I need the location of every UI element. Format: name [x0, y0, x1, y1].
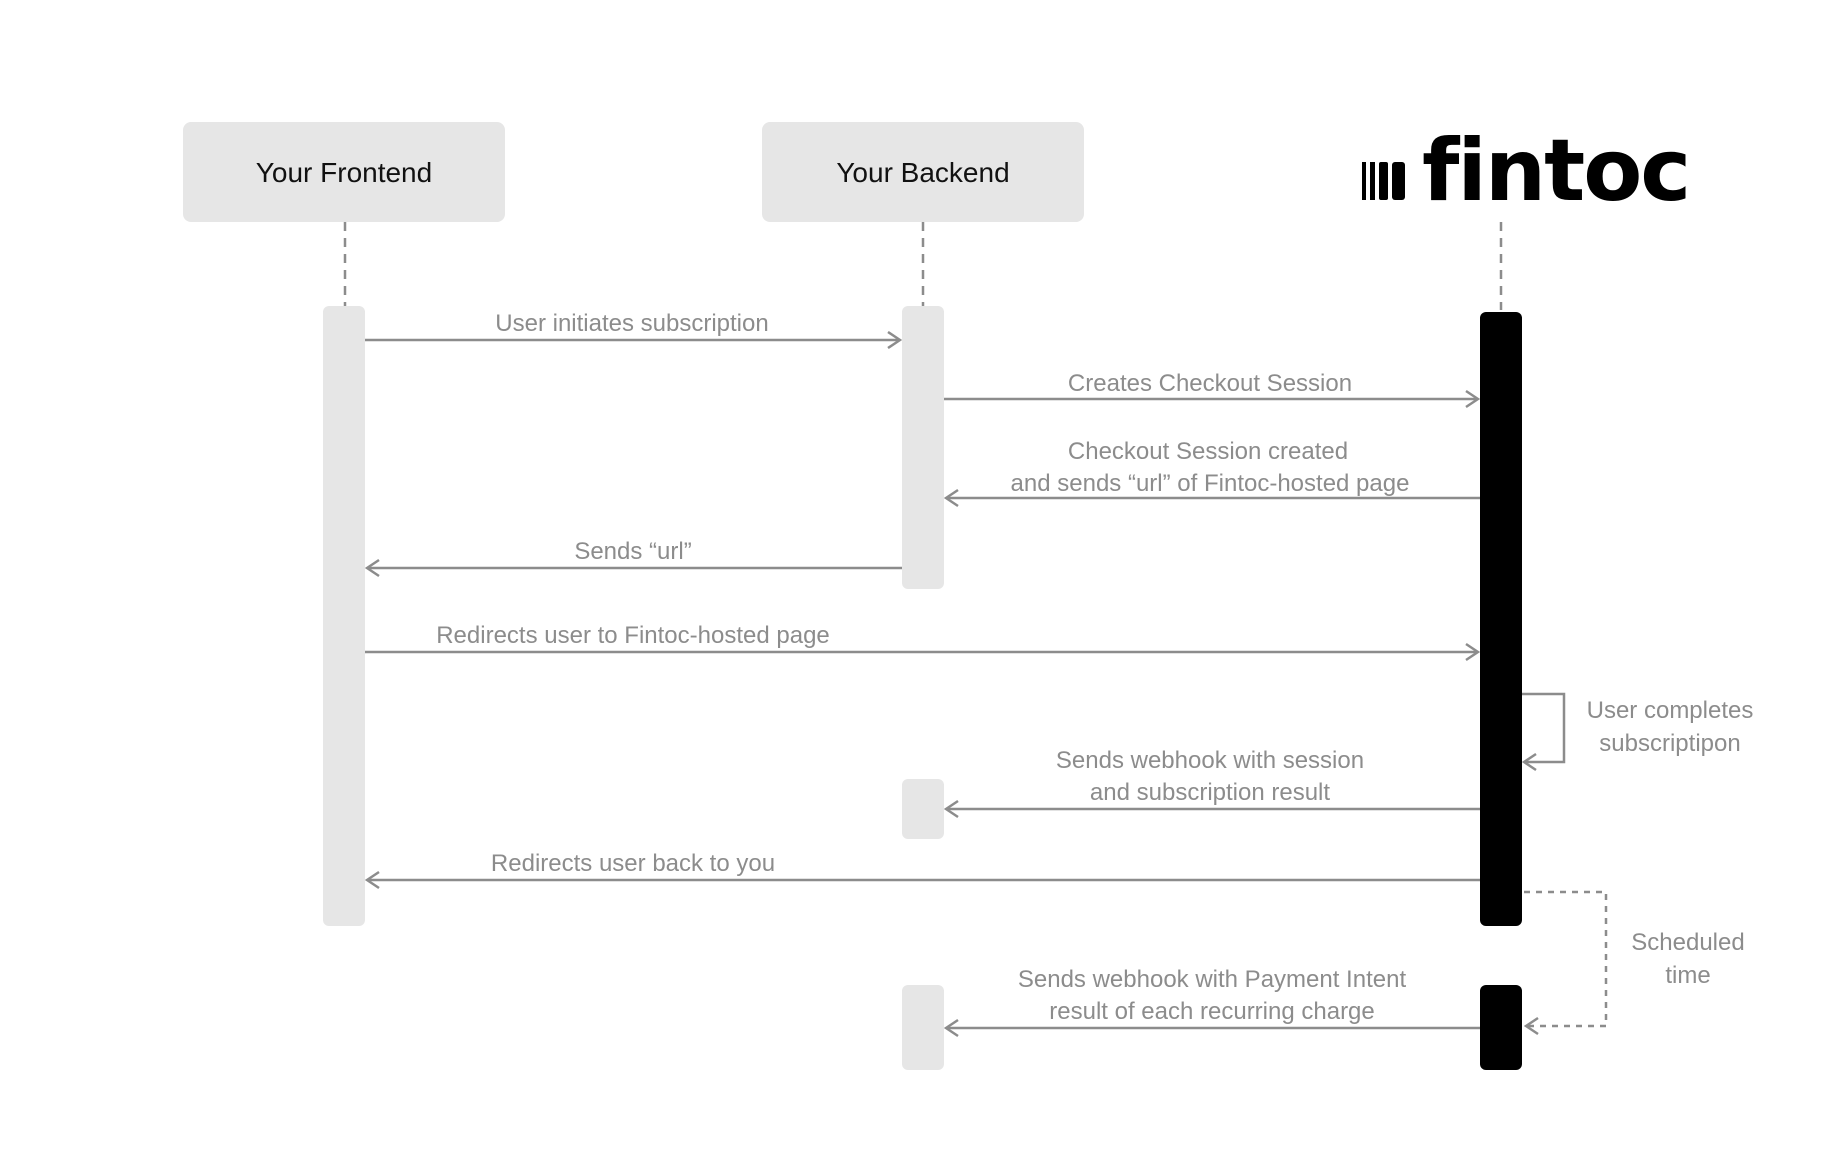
- message-1-label: User initiates subscription: [495, 310, 768, 337]
- message-3-label-line2: and sends “url” of Fintoc-hosted page: [1011, 470, 1410, 497]
- message-6-self-loop-arrow: [1522, 692, 1566, 762]
- message-9-scheduled-arrow: [1524, 890, 1608, 1026]
- fintoc-logo: fintoc: [1362, 121, 1691, 221]
- message-6-label-line2: subscriptipon: [1599, 730, 1740, 757]
- activation-fintoc-1: [1480, 312, 1522, 926]
- activation-backend-1: [902, 306, 944, 589]
- fintoc-logo-bars-icon: [1362, 162, 1405, 200]
- message-2-label: Creates Checkout Session: [1068, 370, 1352, 397]
- participant-frontend-label: Your Frontend: [256, 157, 432, 188]
- participant-backend: Your Backend: [762, 122, 1084, 222]
- message-8-label: Redirects user back to you: [491, 850, 775, 877]
- fintoc-logo-text: fintoc: [1422, 121, 1689, 221]
- message-6-label-line1: User completes: [1587, 697, 1754, 724]
- message-5-label: Redirects user to Fintoc-hosted page: [436, 622, 830, 649]
- participant-frontend: Your Frontend: [183, 122, 505, 222]
- message-9-label-line2: time: [1665, 962, 1710, 989]
- activation-frontend: [323, 306, 365, 926]
- message-3-label-line1: Checkout Session created: [1068, 438, 1348, 465]
- message-10-label-line1: Sends webhook with Payment Intent: [1018, 966, 1407, 993]
- activation-backend-2: [902, 779, 944, 839]
- message-7-label-line2: and subscription result: [1090, 779, 1330, 806]
- activation-backend-3: [902, 985, 944, 1070]
- message-10-label-line2: result of each recurring charge: [1049, 998, 1375, 1025]
- participant-backend-label: Your Backend: [836, 157, 1009, 188]
- activation-fintoc-2: [1480, 985, 1522, 1070]
- message-7-label-line1: Sends webhook with session: [1056, 747, 1364, 774]
- message-9-label-line1: Scheduled: [1631, 929, 1744, 956]
- message-4-label: Sends “url”: [574, 538, 691, 565]
